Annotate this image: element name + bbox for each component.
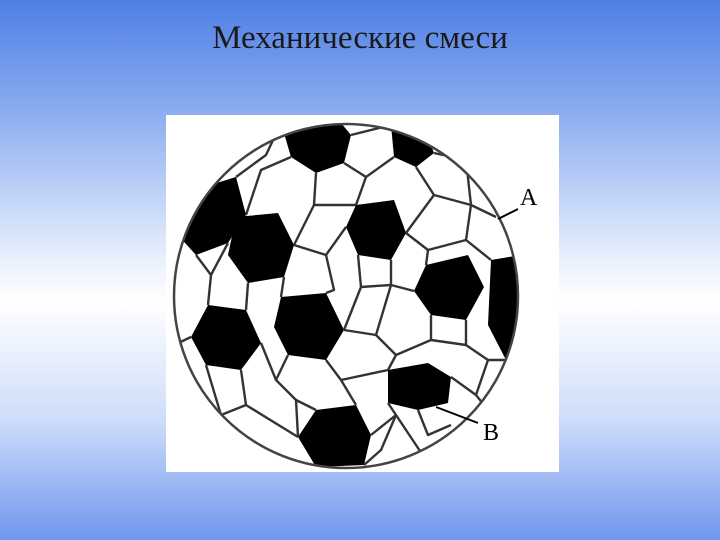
boundary	[354, 176, 368, 206]
boundary	[294, 399, 300, 438]
dark-grain	[298, 405, 371, 467]
boundary	[244, 155, 292, 216]
boundary	[416, 409, 452, 437]
label-b: B	[483, 420, 499, 446]
boundary	[324, 254, 336, 295]
dark-grain	[191, 305, 261, 370]
boundary	[244, 282, 250, 311]
microstructure-svg: A B	[172, 122, 538, 470]
grain-boundaries	[174, 124, 506, 466]
boundary	[363, 414, 398, 466]
boundary	[292, 204, 316, 246]
slide-title: Механические смеси	[212, 20, 508, 56]
dark-grain	[228, 213, 294, 283]
dark-grain	[274, 293, 344, 360]
boundary	[339, 379, 358, 406]
boundary	[464, 204, 473, 241]
label-a: A	[520, 185, 538, 211]
boundary	[174, 232, 178, 266]
label-b-pointer	[435, 406, 479, 424]
dark-grain	[346, 200, 406, 260]
label-a-pointer	[497, 208, 519, 220]
field-border	[172, 122, 520, 470]
boundary	[195, 254, 212, 276]
dark-grain	[388, 363, 451, 410]
boundary	[475, 394, 497, 421]
boundary	[279, 276, 286, 298]
dark-grain	[414, 255, 484, 320]
microstructure-figure: A B	[166, 115, 559, 472]
